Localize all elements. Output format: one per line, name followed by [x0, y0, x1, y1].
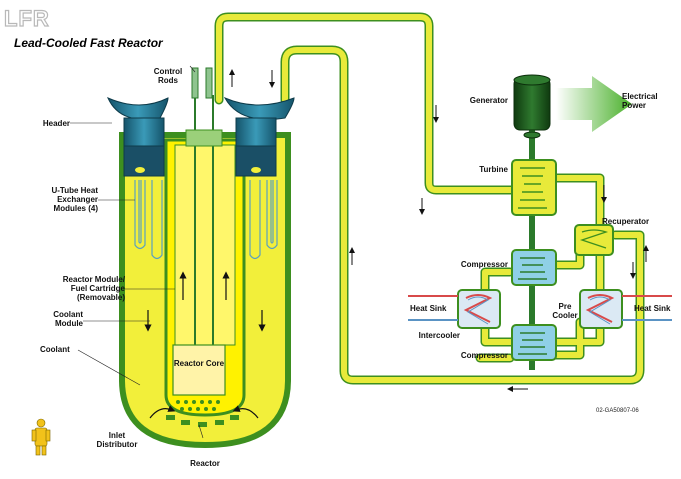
inlet-arrow-icon — [232, 405, 259, 419]
reactor-vessel: Reactor Core — [107, 67, 295, 449]
heat-sink-right-label: Heat Sink — [634, 304, 671, 313]
inlet-distributor — [166, 400, 239, 427]
piping — [214, 12, 649, 392]
intercooler-label: Intercooler — [419, 331, 460, 340]
reactor-module-label: Reactor Module/Fuel Cartridge(Removable) — [63, 275, 126, 302]
generator — [513, 74, 551, 139]
heat-sink-left-label: Heat Sink — [410, 304, 447, 313]
heat-sink-lines — [408, 295, 672, 321]
power-conversion-system — [408, 74, 672, 370]
leader-lines — [70, 65, 204, 439]
electrical-power-arrow-icon — [556, 76, 632, 132]
turbine-label: Turbine — [479, 165, 508, 174]
reactor-label: Reactor — [190, 459, 220, 468]
inlet-arrow-icon — [149, 405, 176, 419]
header-right — [223, 96, 295, 177]
diagram-title: Lead-Cooled Fast Reactor — [14, 36, 164, 50]
intercooler — [457, 289, 501, 329]
flow-arrows — [229, 69, 649, 392]
recuperator-label: Recuperator — [602, 217, 649, 226]
control-rods — [185, 67, 223, 147]
reactor-core — [172, 344, 226, 396]
recuperator — [574, 224, 614, 256]
generator-label: Generator — [470, 96, 508, 105]
person-scale-figure — [31, 418, 51, 456]
compressor-top-label: Compressor — [461, 260, 508, 269]
reactor-core-label: Reactor Core — [174, 359, 225, 368]
header-label: Header — [43, 119, 70, 128]
figure-code: 02-GA50807-06 — [596, 408, 639, 414]
compressor-bottom — [511, 324, 557, 361]
logo-text: LFR — [4, 6, 50, 31]
compressor-top — [511, 249, 557, 286]
coolant-label: Coolant — [40, 345, 70, 354]
header-left — [107, 97, 169, 177]
compressor-bottom-label: Compressor — [461, 351, 508, 360]
pre-cooler — [579, 289, 623, 329]
u-tube-heat-exchangers — [134, 180, 278, 260]
turbine — [511, 159, 557, 216]
